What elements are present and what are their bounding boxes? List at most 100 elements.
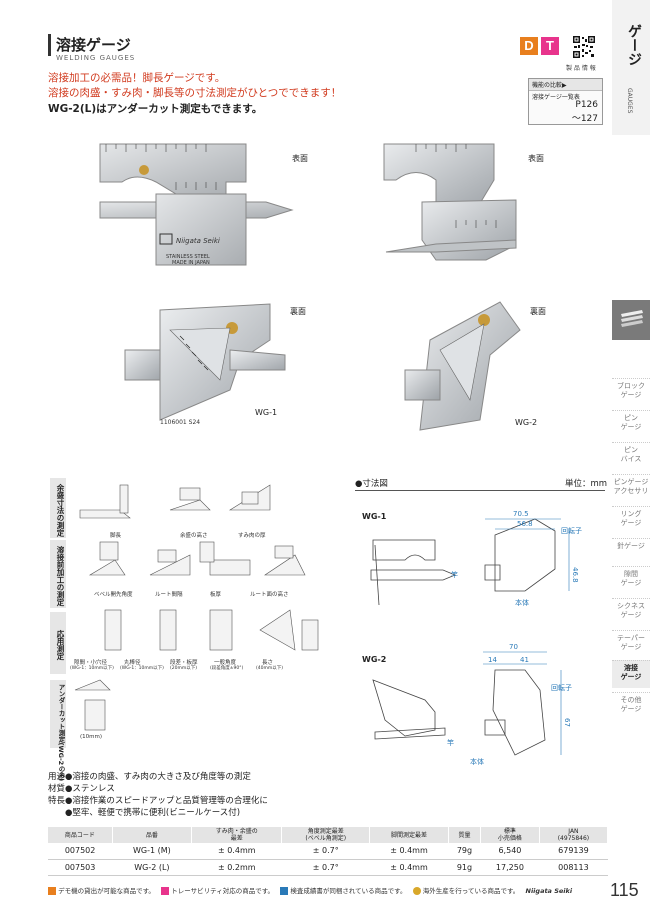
brand-logo: Niigata Seiki — [525, 887, 573, 895]
col-model: 品番 — [112, 827, 193, 843]
table-header-row: 商品コード 品番 すみ肉・余盛の 最差 角度測定最差 (ベベル角測定) 脚間測定… — [48, 827, 609, 843]
cell-mass: 79g — [448, 843, 481, 860]
sidebar-item-taper-gauge[interactable]: テーパー ゲージ — [612, 630, 650, 652]
cell-code: 007502 — [48, 843, 113, 860]
cell-model: WG-2 (L) — [112, 859, 192, 876]
sidebar-item-thickness-gauge[interactable]: シクネス ゲージ — [612, 598, 650, 620]
usage-subcaption-3-0: (WG-1：10mm以下) — [70, 666, 114, 671]
col-fillet: すみ肉・余盛の 最差 — [191, 827, 283, 843]
cert-legend-text: 検査成績書が同梱されている商品です。 — [290, 887, 407, 895]
sidebar-item-ring-gauge[interactable]: リング ゲージ — [612, 506, 650, 528]
sidebar-item-gap-gauge[interactable]: 隙間 ゲージ — [612, 566, 650, 588]
usage-subcaption-3-4: (40mm以下) — [256, 666, 284, 671]
usage-caption-3-1: 丸棒径 — [124, 660, 141, 666]
table-row: 007503 WG-2 (L) ± 0.2mm ± 0.7° ± 0.4mm 9… — [48, 859, 608, 876]
wg1-width-total: 70.5 — [513, 510, 529, 518]
col-angle: 角度測定最差 (ベベル角測定) — [281, 827, 371, 843]
qr-code-icon[interactable] — [572, 35, 596, 59]
overseas-legend-text: 海外生産を行っている商品です。 — [422, 887, 520, 895]
usage-caption-1-0: 脚長 — [110, 533, 122, 539]
gauge-icon — [612, 300, 650, 340]
sidebar-item-pin-vise[interactable]: ピン バイス — [612, 442, 650, 464]
cell-mass: 91g — [448, 859, 481, 876]
dimension-unit: 単位：mm — [565, 479, 608, 489]
usage-caption-2-1: ルート間隔 — [155, 592, 183, 598]
desc-feature-1: 特長●溶接作業のスピードアップと品質管理等の合理化に — [48, 796, 268, 806]
spec-table: 商品コード 品番 すみ肉・余盛の 最差 角度測定最差 (ベベル角測定) 脚間測定… — [48, 827, 609, 876]
cert-legend-icon — [280, 887, 289, 895]
wg1-front-photo: Niigata Seiki STAINLESS STEEL MADE IN JA… — [96, 140, 296, 280]
qr-label: 製 品 情 報 — [566, 65, 596, 72]
trace-legend-text: トレーサビリティ対応の商品です。 — [171, 887, 275, 895]
page-title: 溶接ゲージ — [56, 36, 131, 54]
back-face-label: 裏面 — [290, 307, 306, 316]
sidebar-item-pin-gauge[interactable]: ピン ゲージ — [612, 410, 650, 432]
wg1-label: WG-1 — [255, 408, 278, 417]
table-row: 007502 WG-1 (M) ± 0.4mm ± 0.7° ± 0.4mm 7… — [48, 843, 608, 860]
wg2-height: 67 — [563, 718, 571, 727]
usage-caption-2-2: 板厚 — [210, 592, 222, 598]
usage-caption-1-2: すみ肉の厚 — [238, 533, 266, 539]
sidebar-item-pin-accessory[interactable]: ピンゲージ アクセサリ — [612, 474, 650, 496]
desc-feature-2: ●堅牢、軽便で携帯に便利(ビニールケース付) — [48, 808, 241, 818]
cell-price: 6,540 — [480, 843, 540, 860]
wg2-front-photo — [376, 140, 526, 290]
front-face-label: 表面 — [292, 154, 308, 163]
traceability-badge: T — [541, 37, 559, 55]
wg2-width-left: 14 — [488, 656, 497, 664]
usage-subcaption-3-2: (20mm以下) — [170, 666, 198, 671]
cell-angle: ± 0.7° — [281, 859, 370, 876]
wg1-body-label: 本体 — [515, 598, 529, 607]
cell-model: WG-1 (M) — [112, 843, 192, 860]
cell-fillet: ± 0.2mm — [191, 859, 282, 876]
sidebar-item-block-gauge[interactable]: ブロック ゲージ — [612, 378, 650, 400]
reference-item: 溶接ゲージ一覧表 — [532, 94, 580, 101]
wg1-serial-text: 1106001 S24 — [160, 419, 200, 426]
col-price: 標準 小売価格 — [480, 827, 540, 843]
demo-legend-icon — [48, 887, 56, 895]
category-sidebar: ゲージ GAUGES ブロック ゲージ ピン ゲージ ピン バイス ピンゲージ … — [612, 0, 650, 919]
demo-legend-text: デモ機の貸出が可能な商品です。 — [58, 887, 155, 895]
intro-line-2: 溶接の肉盛・すみ肉・脚長等の寸法測定がひとつでできます！ — [48, 87, 342, 99]
trace-legend-icon — [161, 887, 170, 895]
usage-caption-3-2: 段差・板厚 — [170, 660, 198, 666]
usage-caption-4: (10mm) — [80, 734, 103, 740]
wg1-width-inner: 56.8 — [517, 520, 533, 528]
wg2-back-photo — [400, 300, 530, 435]
wg1-dimension-drawing: 70.5 56.8 46.8 回転子 竿 本体 — [370, 510, 582, 607]
title-bar — [48, 34, 51, 56]
desc-material: 材質●ステンレス — [48, 784, 115, 794]
front-face-label-2: 表面 — [528, 154, 544, 163]
wg1-rotor-label: 回転子 — [561, 527, 582, 535]
intro-line-3: WG-2(L)はアンダーカット測定もできます。 — [48, 103, 263, 115]
usage-illustrations — [74, 484, 319, 731]
col-mass: 質量 — [448, 827, 482, 843]
legend-footer: デモ機の貸出が可能な商品です。 トレーサビリティ対応の商品です。 検査成績書が同… — [48, 885, 608, 895]
sidebar-item-other-gauge[interactable]: その他 ゲージ — [612, 692, 650, 714]
dimension-heading: ●寸法図 — [355, 479, 388, 489]
cell-angle: ± 0.7° — [281, 843, 370, 860]
wg1-made-text: MADE IN JAPAN — [172, 260, 210, 266]
col-code: 商品コード — [48, 827, 113, 843]
wg1-needle-label: 竿 — [451, 570, 458, 579]
usage-caption-3-3: 一般角度 — [214, 660, 237, 666]
wg2-label: WG-2 — [515, 418, 538, 427]
cell-gap: ± 0.4mm — [369, 843, 449, 860]
sidebar-item-needle-gauge[interactable]: 針ゲージ — [612, 538, 650, 551]
cell-fillet: ± 0.4mm — [191, 843, 282, 860]
dim-wg1-name: WG-1 — [362, 512, 387, 521]
cell-jan: 008113 — [539, 859, 608, 876]
wg2-rotor-label: 回転子 — [551, 684, 572, 692]
usage-caption-2-0: ベベル開先角度 — [94, 592, 133, 598]
reference-box[interactable]: 機能の比較▶ 溶接ゲージ一覧表 P126 〜127 — [528, 78, 603, 125]
dimension-divider — [355, 490, 605, 491]
wg1-brand-text: Niigata Seiki — [176, 237, 220, 245]
usage-subcaption-3-1: (WG-1：10mm以下) — [120, 666, 164, 671]
sidebar-item-welding-gauge[interactable]: 溶接 ゲージ — [612, 660, 650, 688]
wg2-width-right: 41 — [520, 656, 529, 664]
cell-code: 007503 — [48, 859, 113, 876]
back-face-label-2: 裏面 — [530, 307, 546, 316]
usage-tab-applied: 応用測定 — [50, 612, 66, 674]
sidebar-category: ゲージ — [626, 24, 642, 66]
page-subtitle: WELDING GAUGES — [56, 54, 136, 62]
